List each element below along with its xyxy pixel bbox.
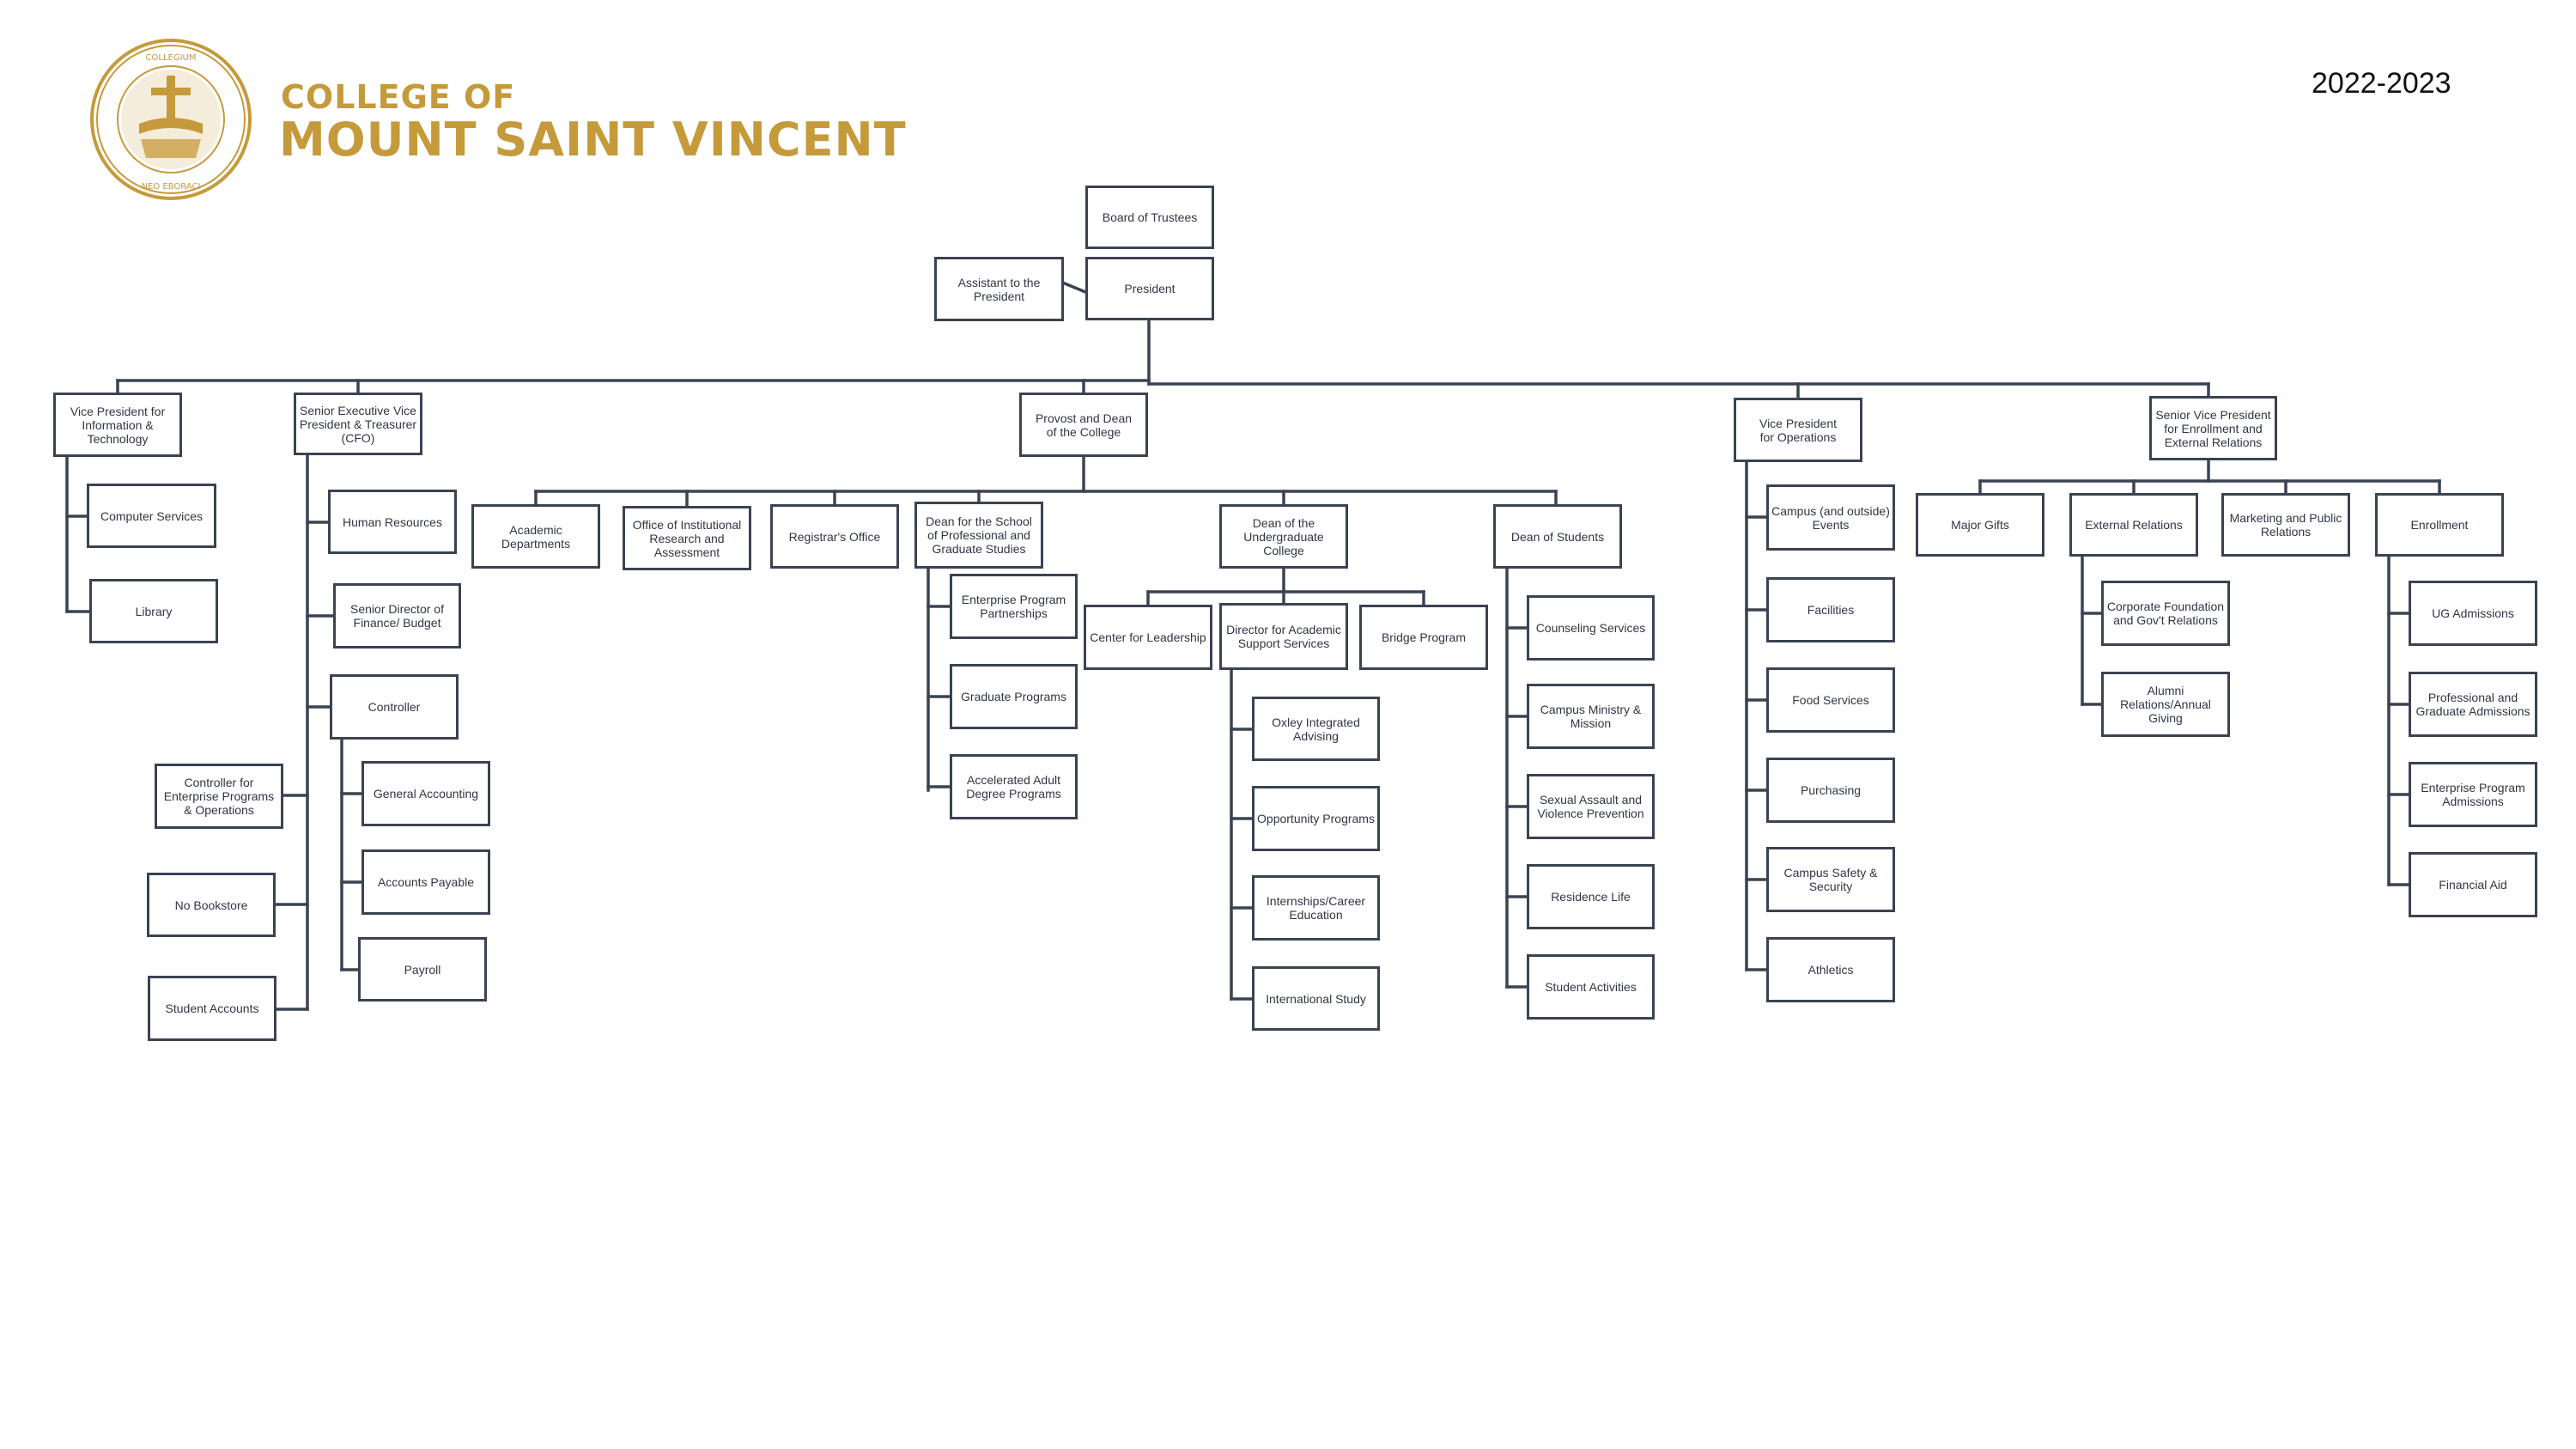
org-node-accelerated-adult-degree: Accelerated Adult Degree Programs — [950, 754, 1078, 819]
org-node-international-study: International Study — [1252, 966, 1380, 1031]
org-node-president: President — [1085, 257, 1214, 320]
org-node-marketing-public-relations: Marketing and Public Relations — [2221, 493, 2350, 557]
org-node-sexual-assault-prevention: Sexual Assault and Violence Prevention — [1527, 774, 1655, 839]
org-node-food-services: Food Services — [1766, 667, 1895, 733]
org-node-athletics: Athletics — [1766, 937, 1895, 1002]
org-node-external-relations: External Relations — [2069, 493, 2198, 557]
org-node-bridge-program: Bridge Program — [1359, 605, 1488, 670]
org-node-campus-ministry: Campus Ministry & Mission — [1527, 684, 1655, 749]
org-node-student-activities: Student Activities — [1527, 954, 1655, 1020]
college-name-line1: COLLEGE OF — [281, 78, 516, 116]
org-node-payroll: Payroll — [358, 937, 487, 1002]
org-node-computer-services: Computer Services — [87, 484, 216, 548]
org-node-svp-treasurer-cfo: Senior Executive Vice President & Treasu… — [294, 393, 422, 455]
college-seal-icon: COLLEGIUM NEO EBORACI — [90, 39, 252, 200]
org-node-academic-departments: Academic Departments — [471, 504, 600, 569]
org-node-counseling-services: Counseling Services — [1527, 595, 1655, 661]
org-node-enterprise-admissions: Enterprise Program Admissions — [2409, 762, 2537, 827]
org-node-accounts-payable: Accounts Payable — [361, 849, 490, 915]
org-node-human-resources: Human Resources — [328, 490, 457, 554]
org-node-director-academic-support: Director for Academic Support Services — [1219, 603, 1348, 670]
org-node-ug-admissions: UG Admissions — [2409, 581, 2537, 646]
org-node-major-gifts: Major Gifts — [1916, 493, 2044, 557]
org-node-residence-life: Residence Life — [1527, 864, 1655, 929]
org-node-purchasing: Purchasing — [1766, 758, 1895, 823]
org-node-dean-of-students: Dean of Students — [1493, 504, 1622, 569]
org-node-svp-enrollment-external: Senior Vice President for Enrollment and… — [2149, 396, 2277, 460]
org-node-registrar: Registrar's Office — [770, 504, 899, 569]
org-node-opportunity-programs: Opportunity Programs — [1252, 786, 1380, 851]
org-node-general-accounting: General Accounting — [361, 761, 490, 826]
org-node-center-for-leadership: Center for Leadership — [1084, 605, 1212, 670]
org-node-provost: Provost and Dean of the College — [1019, 393, 1148, 457]
org-node-dean-undergraduate: Dean of the Undergraduate College — [1219, 504, 1348, 569]
org-node-financial-aid: Financial Aid — [2409, 852, 2537, 917]
org-node-library: Library — [89, 579, 218, 643]
org-node-professional-graduate-admissions: Professional and Graduate Admissions — [2409, 672, 2537, 737]
svg-text:NEO EBORACI: NEO EBORACI — [142, 182, 201, 192]
org-node-dean-professional-graduate: Dean for the School of Professional and … — [914, 502, 1043, 569]
org-node-bookstore: No Bookstore — [147, 873, 276, 937]
org-node-enrollment: Enrollment — [2375, 493, 2504, 557]
org-node-student-accounts: Student Accounts — [148, 976, 276, 1041]
academic-year: 2022-2023 — [2312, 67, 2451, 100]
org-node-alumni-relations: Alumni Relations/Annual Giving — [2101, 672, 2230, 737]
svg-text:COLLEGIUM: COLLEGIUM — [146, 53, 197, 63]
org-node-corporate-foundation-relations: Corporate Foundation and Gov't Relations — [2101, 581, 2230, 646]
org-node-institutional-research: Office of Institutional Research and Ass… — [623, 506, 751, 570]
org-node-campus-events: Campus (and outside) Events — [1766, 484, 1895, 551]
org-node-campus-safety: Campus Safety & Security — [1766, 847, 1895, 912]
org-node-senior-director-finance: Senior Director of Finance/ Budget — [333, 583, 461, 648]
org-node-graduate-programs: Graduate Programs — [950, 664, 1078, 729]
org-node-enterprise-partnerships: Enterprise Program Partnerships — [950, 574, 1078, 639]
college-name-line2: MOUNT SAINT VINCENT — [279, 113, 907, 167]
org-node-vp-information-technology: Vice President for Information & Technol… — [53, 393, 182, 457]
org-node-board-of-trustees: Board of Trustees — [1085, 186, 1214, 249]
org-node-facilities: Facilities — [1766, 577, 1895, 642]
org-node-internships-career: Internships/Career Education — [1252, 875, 1380, 941]
org-node-controller: Controller — [330, 674, 459, 740]
org-node-assistant-to-president: Assistant to the President — [934, 257, 1064, 321]
org-node-controller-enterprise-programs: Controller for Enterprise Programs & Ope… — [155, 764, 283, 829]
org-node-oxley-advising: Oxley Integrated Advising — [1252, 697, 1380, 761]
org-node-vp-operations: Vice President for Operations — [1734, 398, 1862, 462]
